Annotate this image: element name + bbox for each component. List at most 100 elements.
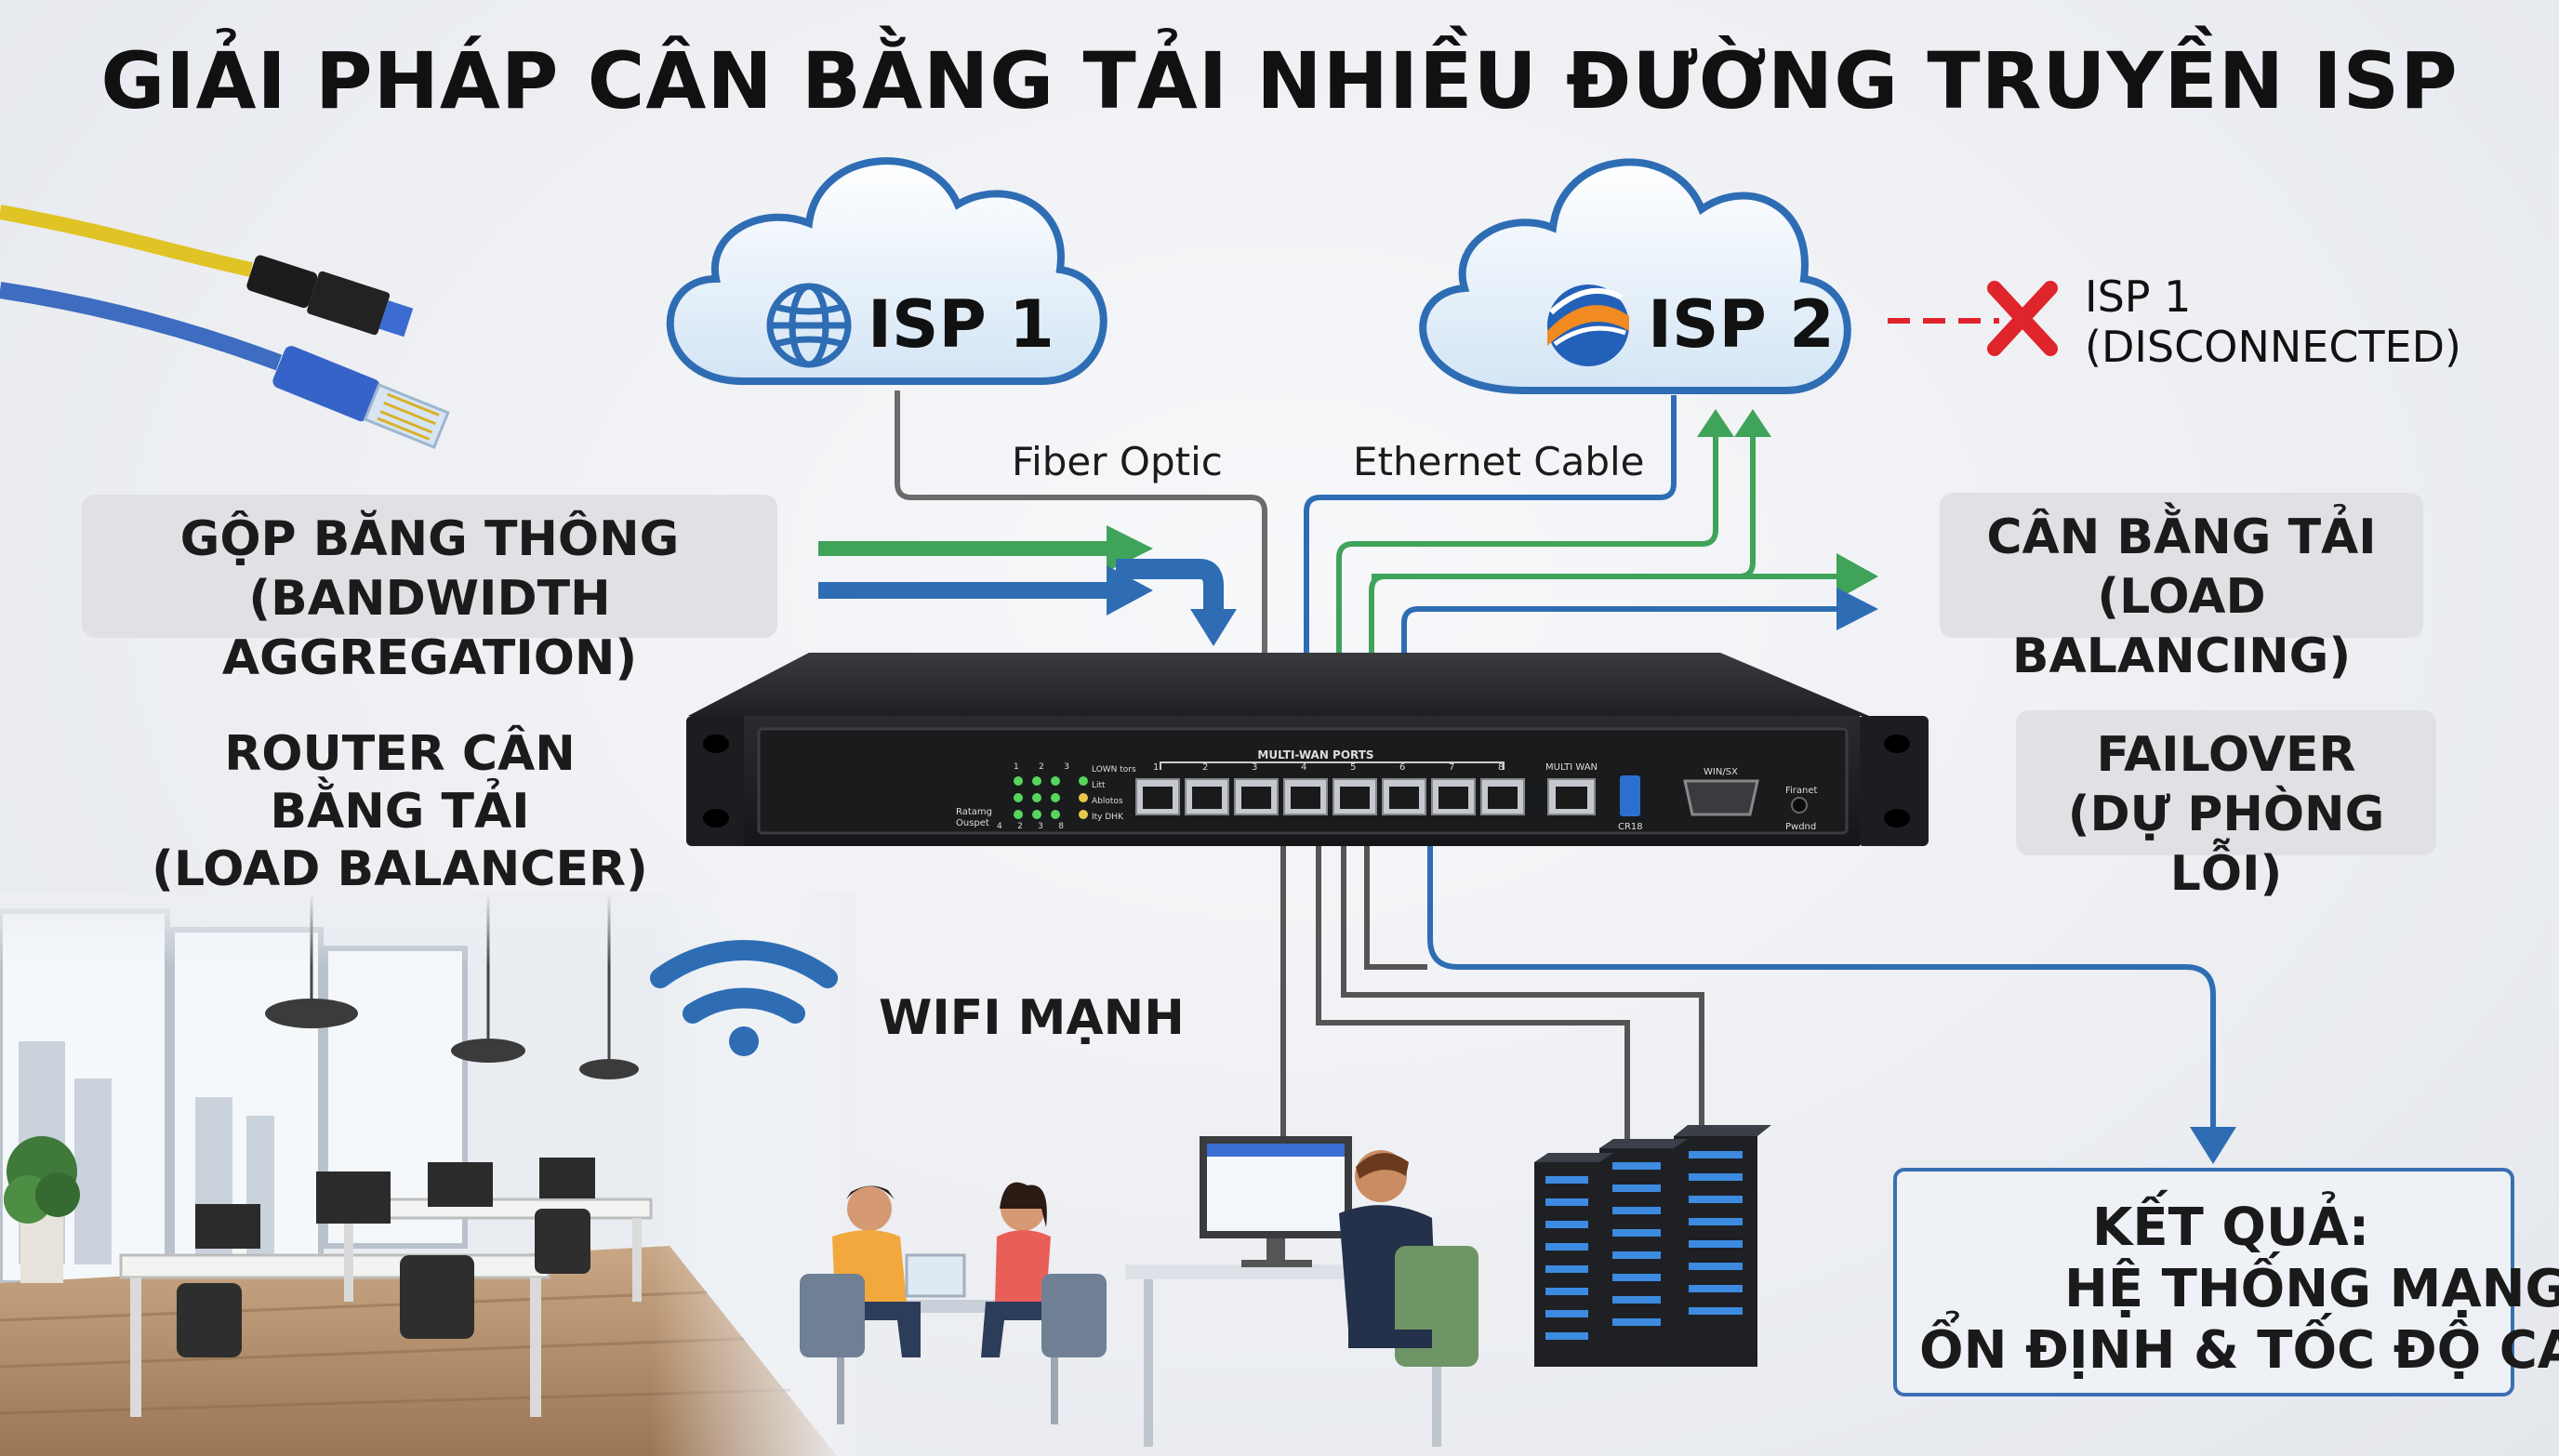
- isp2-label: ISP 2: [1648, 286, 1835, 363]
- server-led: [1689, 1196, 1743, 1203]
- legend-item: Ity DHK: [1092, 813, 1123, 822]
- failover-title: FAILOVER: [2096, 727, 2356, 783]
- port-number: 2: [1202, 762, 1209, 773]
- wifi-icon: [650, 940, 838, 1056]
- wan-port-socket: [1439, 787, 1468, 809]
- fiber-optic-label: Fiber Optic: [1012, 439, 1223, 484]
- router-subtitle: (LOAD BALANCER): [152, 841, 648, 897]
- network-cables-illustration: [0, 205, 450, 449]
- server-led: [1612, 1185, 1661, 1192]
- legend-item: LOWN tors: [1092, 765, 1136, 774]
- led-bottom-num: 8: [1058, 822, 1064, 831]
- server-led: [1689, 1173, 1743, 1181]
- multi-wan-socket: [1556, 787, 1587, 809]
- console-label: WIN/SX: [1704, 767, 1738, 777]
- server-led: [1545, 1198, 1588, 1206]
- server-led: [1545, 1332, 1588, 1340]
- load-balancing-panel: CÂN BẰNG TẢI (LOAD BALANCING): [1940, 493, 2423, 684]
- aggregation-arrows: [818, 525, 1237, 646]
- server-led: [1545, 1265, 1588, 1273]
- port-number: 8: [1498, 762, 1505, 773]
- wan-port-socket: [1488, 787, 1518, 809]
- port-number: 1: [1153, 762, 1160, 773]
- disconnected-isp: ISP 1: [2085, 271, 2192, 322]
- isp1-label: ISP 1: [868, 286, 1054, 363]
- led-left-labels: Ratamg Ouspet: [956, 807, 992, 829]
- aggregation-title: GỘP BĂNG THÔNG: [179, 511, 680, 567]
- load-balancing-subtitle: (LOAD BALANCING): [2011, 569, 2352, 684]
- legend-item: Ablotos: [1092, 797, 1123, 806]
- failover-subtitle: (DỰ PHÒNG LỖI): [2067, 787, 2385, 902]
- server-racks-illustration: [1534, 1125, 1771, 1367]
- office-illustration: [0, 893, 855, 1456]
- server-led: [1612, 1229, 1661, 1237]
- console-port: [1683, 779, 1759, 816]
- led-bottom-num: 4: [997, 822, 1002, 831]
- port-number: 4: [1301, 762, 1307, 773]
- wan-port-socket: [1291, 787, 1320, 809]
- load-balancing-title: CÂN BẰNG TẢI: [1986, 510, 2377, 565]
- led-col-num: 3: [1064, 762, 1069, 772]
- port-number: 3: [1252, 762, 1258, 773]
- port-number: 7: [1449, 762, 1455, 773]
- port-number: 5: [1350, 762, 1357, 773]
- power-label: Firanet: [1785, 786, 1818, 796]
- multi-wan-label: MULTI WAN: [1545, 762, 1598, 773]
- server-led: [1545, 1288, 1588, 1295]
- close-icon: [1987, 281, 2058, 356]
- isp2-logo-icon: [1547, 285, 1629, 366]
- aggregation-subtitle: (BANDWIDTH AGGREGATION): [221, 571, 638, 686]
- wan-port-socket: [1340, 787, 1370, 809]
- page-title: GIẢI PHÁP CÂN BẰNG TẢI NHIỀU ĐƯỜNG TRUYỀ…: [100, 35, 2459, 126]
- wan-port-socket: [1143, 787, 1173, 809]
- server-led: [1689, 1218, 1743, 1225]
- people-meeting-illustration: [800, 1182, 1107, 1424]
- router-title: ROUTER CÂN BẰNG TẢI: [224, 726, 576, 840]
- connection-lines: [895, 390, 1850, 655]
- led-col-num: 1: [1014, 762, 1019, 772]
- power-sublabel: Pwdnd: [1785, 822, 1817, 832]
- server-led: [1612, 1251, 1661, 1259]
- led-column-numbers: 1 2 3: [1014, 762, 1069, 772]
- downlinks: [1280, 846, 2216, 1153]
- server-led: [1612, 1296, 1661, 1304]
- port-number: 6: [1399, 762, 1406, 773]
- server-led: [1545, 1243, 1588, 1251]
- wan-ports: [1135, 761, 1596, 815]
- isp2-cloud: [1419, 158, 1851, 394]
- server-led: [1689, 1151, 1743, 1158]
- server-led: [1689, 1240, 1743, 1248]
- multiwan-ports-label: MULTI-WAN PORTS: [1257, 748, 1374, 761]
- server-led: [1545, 1176, 1588, 1184]
- wifi-label: WIFI MẠNH: [879, 990, 1185, 1046]
- usb-port: [1620, 775, 1640, 816]
- result-line3: ỔN ĐỊNH & TỐC ĐỘ CAO: [1919, 1320, 2559, 1381]
- led-legend: LOWN tors Litt Ablotos Ity DHK: [1092, 762, 1136, 826]
- globe-icon: [766, 283, 852, 368]
- led-bottom-numbers: 4 2 3 8: [997, 822, 1064, 831]
- workstation-illustration: [1125, 1136, 1478, 1447]
- ports-bracket: [1160, 761, 1505, 770]
- led-left-label: Ouspet: [956, 818, 989, 828]
- disconnected-label: ISP 1 (DISCONNECTED): [2085, 271, 2461, 372]
- server-led: [1612, 1274, 1661, 1281]
- server-led: [1612, 1162, 1661, 1170]
- led-col-num: 2: [1039, 762, 1044, 772]
- router-label: ROUTER CÂN BẰNG TẢI (LOAD BALANCER): [139, 725, 660, 898]
- legend-item: Litt: [1092, 781, 1106, 790]
- wan-port-socket: [1241, 787, 1271, 809]
- led-bottom-num: 3: [1038, 822, 1043, 831]
- result-line2: HỆ THỐNG MẠNG: [2064, 1259, 2559, 1319]
- result-title: KẾT QUẢ:: [2092, 1198, 2370, 1258]
- failover-panel: FAILOVER (DỰ PHÒNG LỖI): [2016, 710, 2436, 902]
- result-box: KẾT QUẢ: HỆ THỐNG MẠNG ỔN ĐỊNH & TỐC ĐỘ …: [1893, 1168, 2559, 1396]
- led-bottom-num: 2: [1017, 822, 1023, 831]
- ethernet-cable-label: Ethernet Cable: [1353, 439, 1645, 484]
- server-led: [1689, 1263, 1743, 1270]
- server-led: [1612, 1318, 1661, 1326]
- led-left-label: Ratamg: [956, 807, 992, 817]
- power-button: [1791, 797, 1808, 814]
- bandwidth-aggregation-panel: GỘP BĂNG THÔNG (BANDWIDTH AGGREGATION): [82, 495, 777, 686]
